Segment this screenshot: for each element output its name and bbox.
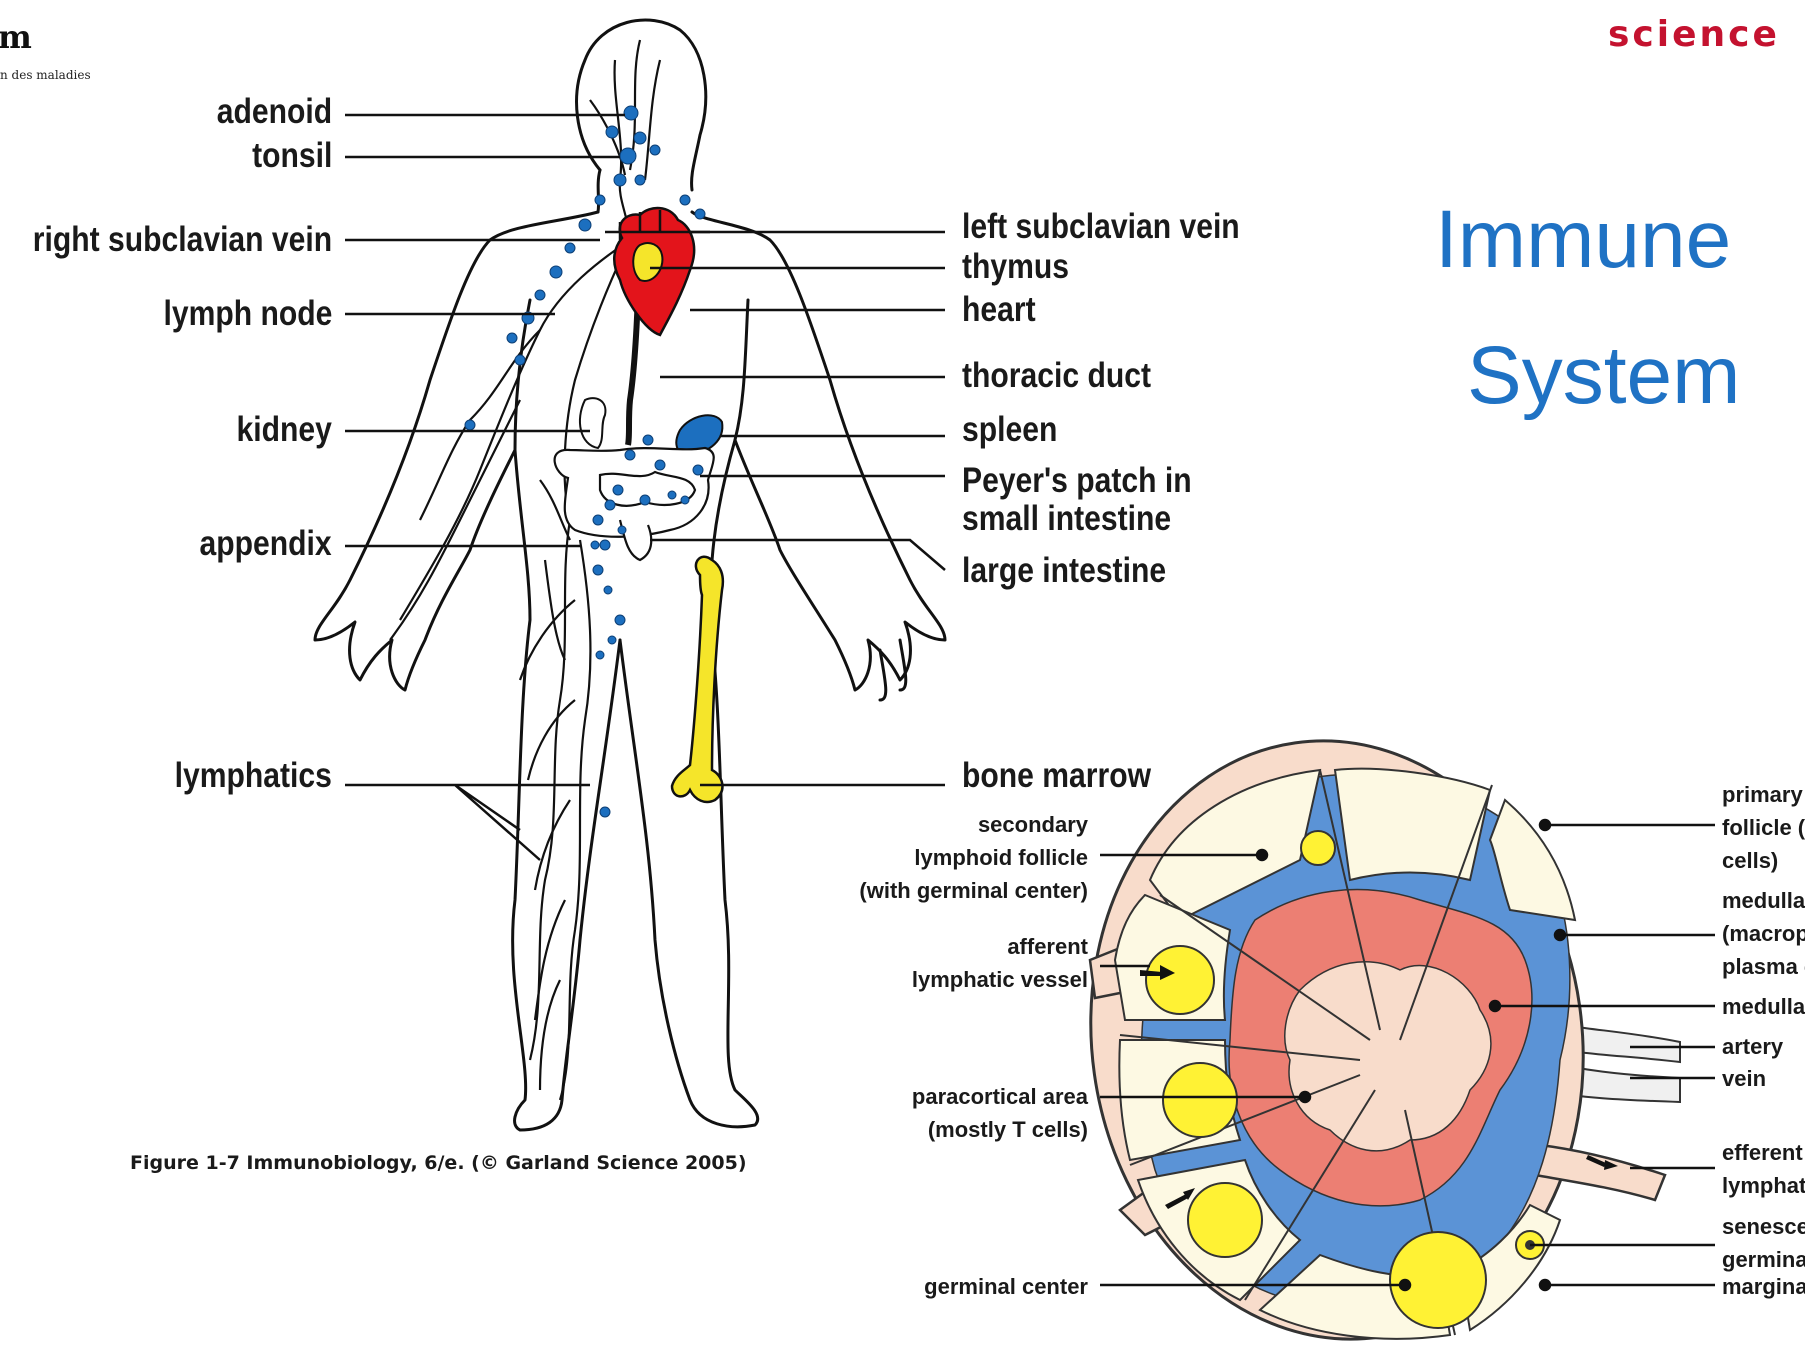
label-artery: artery — [1722, 1030, 1783, 1063]
label-line: lymphatic vessel — [912, 963, 1088, 996]
label-afferent-lymphatic-vessel: afferent lymphatic vessel — [912, 930, 1088, 996]
label-efferent-lymphatic: efferent — [1722, 1136, 1803, 1169]
germinal-center-2 — [1163, 1063, 1237, 1137]
label-line: paracortical area — [912, 1080, 1088, 1113]
label-primary-follicle: primary — [1722, 778, 1803, 811]
label-medullary-cords-line3: plasma c — [1722, 950, 1805, 983]
label-marginal-sinus: margina — [1722, 1270, 1805, 1303]
germinal-center-small — [1301, 831, 1335, 865]
label-secondary-lymphoid-follicle: secondary lymphoid follicle (with germin… — [859, 808, 1088, 907]
label-line: afferent — [912, 930, 1088, 963]
germinal-center-1 — [1146, 946, 1214, 1014]
label-line: (mostly T cells) — [912, 1113, 1088, 1146]
label-efferent-lymphatic-line2: lymphati — [1722, 1169, 1805, 1202]
germinal-center-3 — [1188, 1183, 1262, 1257]
label-paracortical-area: paracortical area (mostly T cells) — [912, 1080, 1088, 1146]
label-medullary-sinus: medullar — [1722, 990, 1805, 1023]
label-vein: vein — [1722, 1062, 1766, 1095]
label-line: germinal center — [924, 1270, 1088, 1303]
label-medullary-cords-line2: (macrop — [1722, 917, 1805, 950]
label-primary-follicle-line3: cells) — [1722, 844, 1778, 877]
label-medullary-cords: medullar — [1722, 884, 1805, 917]
label-line: lymphoid follicle — [859, 841, 1088, 874]
label-primary-follicle-line2: follicle (n — [1722, 811, 1805, 844]
label-line: (with germinal center) — [859, 874, 1088, 907]
label-germinal-center: germinal center — [924, 1270, 1088, 1303]
label-senescent-germinal: senesce — [1722, 1210, 1805, 1243]
label-line: secondary — [859, 808, 1088, 841]
follicle-top — [1335, 769, 1490, 880]
